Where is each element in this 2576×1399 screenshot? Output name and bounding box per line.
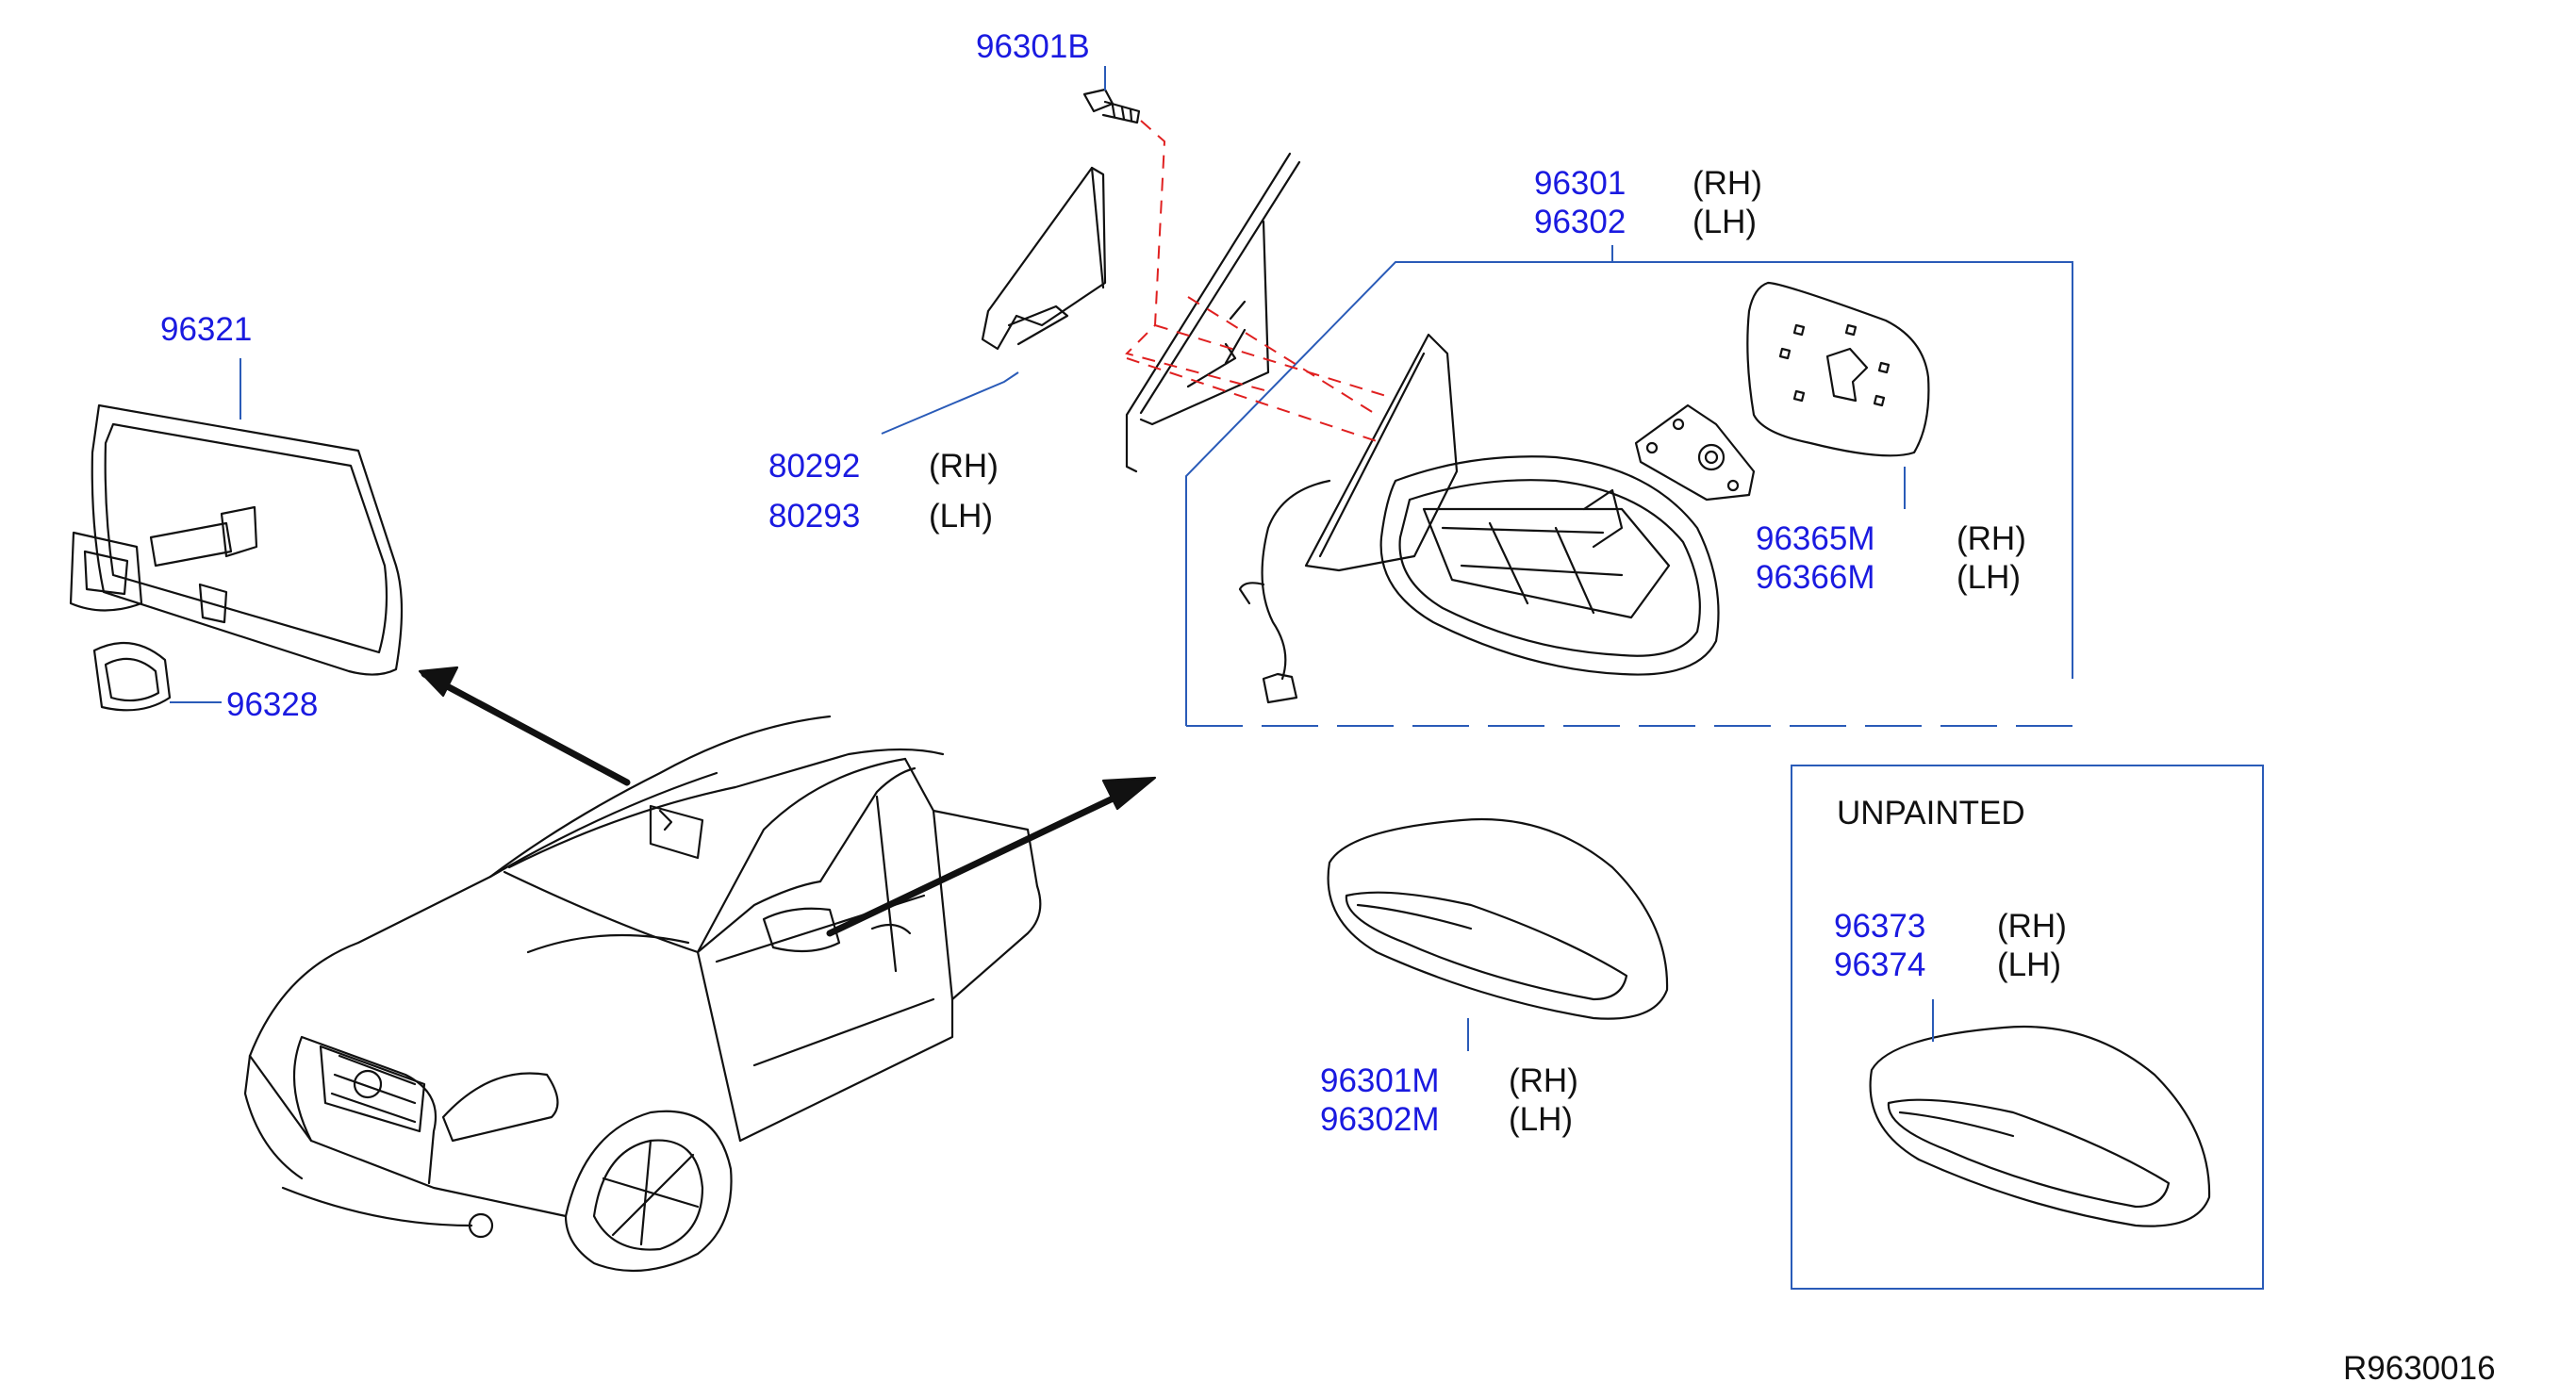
arrow-head-right [1101, 776, 1157, 811]
label-glass-rh: 96365M [1756, 520, 1875, 557]
label-inner-mirror-sub: 96328 [226, 686, 319, 723]
mirror-cover [1327, 817, 1669, 1020]
label-mirror-rh: 96301 [1534, 165, 1627, 202]
install-lines [1125, 120, 1387, 442]
label-cover-lh: 96302M [1320, 1101, 1440, 1138]
mirror-actuator [1634, 403, 1756, 502]
label-mirror-lh: 96302 [1534, 204, 1627, 240]
label-cover-rh-side: (RH) [1509, 1062, 1578, 1099]
label-cover-lh-side: (LH) [1509, 1101, 1574, 1138]
mirror-glass [1746, 281, 1930, 457]
label-corner-rh: 80292 [768, 448, 861, 485]
label-mirror-lh-side: (LH) [1693, 204, 1758, 240]
label-inner-mirror: 96321 [160, 311, 253, 348]
unpainted-title: UNPAINTED [1837, 795, 2025, 831]
drawing-code: R9630016 [2343, 1350, 2496, 1387]
inner-mirror [69, 403, 404, 712]
leader-lines [170, 66, 1934, 1051]
label-unpainted-lh-side: (LH) [1997, 946, 2062, 983]
door-mirror-assembly [1238, 333, 1720, 704]
label-glass-lh: 96366M [1756, 559, 1875, 596]
label-corner-rh-side: (RH) [929, 448, 999, 485]
label-cover-rh: 96301M [1320, 1062, 1440, 1099]
label-bolt: 96301B [976, 28, 1090, 65]
label-unpainted-rh: 96373 [1834, 908, 1926, 945]
assembly-bracket [1185, 261, 2073, 727]
arrow-head-left [418, 666, 459, 698]
label-mirror-rh-side: (RH) [1693, 165, 1762, 202]
label-corner-lh: 80293 [768, 498, 861, 535]
label-glass-lh-side: (LH) [1957, 559, 2022, 596]
label-unpainted-rh-side: (RH) [1997, 908, 2067, 945]
pointer-arrows [421, 670, 1131, 937]
label-glass-rh-side: (RH) [1957, 520, 2026, 557]
label-unpainted-lh: 96374 [1834, 946, 1926, 983]
unpainted-box [1791, 765, 2264, 1290]
bolt [1082, 88, 1141, 124]
label-corner-lh-side: (LH) [929, 498, 994, 535]
corner-finisher [981, 166, 1107, 351]
car-illustration [243, 715, 1042, 1273]
unpainted-cover [1869, 1025, 2211, 1227]
